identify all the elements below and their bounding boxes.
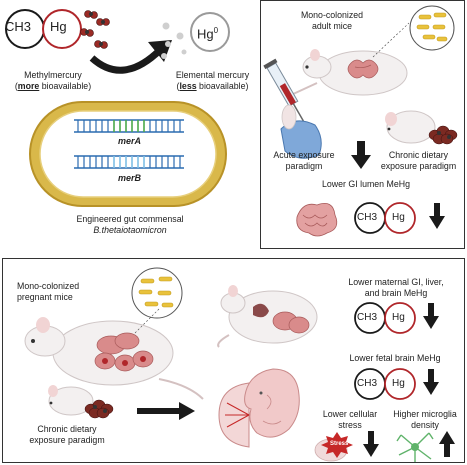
maternal-mehg-molecule-icon	[354, 302, 416, 334]
chronic-label: Chronic dietary	[388, 150, 449, 160]
mercury-particles	[80, 10, 110, 49]
right-arrow-icon	[137, 402, 195, 420]
stress-badge: Stress	[330, 441, 349, 447]
acute-sub: paradigm	[285, 161, 323, 171]
acute-label: Acute exposure	[273, 150, 335, 160]
mera-plasmid-icon	[74, 119, 184, 133]
ch3-label: CH3	[357, 212, 378, 223]
chronic-diet-mouse-icon	[385, 110, 458, 145]
stress-result: Lower cellular	[322, 409, 378, 419]
hg0-molecule	[190, 12, 230, 52]
maternal-mouse-icon	[217, 285, 318, 348]
elemental-label: Elemental mercury	[175, 70, 250, 80]
gavage-syringe-icon	[263, 58, 322, 159]
hg-label: Hg	[392, 378, 405, 389]
microglia-icon	[396, 432, 434, 462]
pregnant-mice-panel: Mono-colonized pregnant mice Lower ma	[2, 258, 465, 463]
maternal-decrease-arrow-icon	[423, 303, 439, 329]
bacteria-zoom-icon	[409, 5, 455, 51]
ch3-label: CH3	[357, 312, 378, 323]
commensal-species: B.thetaiotaomicron	[93, 225, 167, 235]
adult-mice-sub: adult mice	[311, 21, 353, 31]
adult-mouse-icon	[290, 22, 410, 96]
microglia-increase-arrow-icon	[439, 431, 455, 457]
fetal-result: Lower fetal brain MeHg	[349, 353, 441, 363]
stress-decrease-arrow-icon	[363, 431, 379, 457]
merb-plasmid-icon	[74, 155, 184, 169]
hg-label: Hg	[392, 312, 405, 323]
methylmercury-molecule	[5, 9, 82, 49]
gi-lumen-result: Lower GI lumen MeHg	[321, 179, 410, 189]
adult-mice-label: Mono-colonized	[300, 10, 364, 20]
hg0-label: Hg0	[197, 26, 219, 42]
decrease-arrow-icon	[429, 203, 445, 229]
maternal-result: Lower maternal GI, liver,	[348, 277, 444, 287]
stress-result-sub: stress	[338, 420, 362, 430]
adult-mice-panel: Mono-colonized adult mice	[260, 0, 465, 249]
gut-icon	[296, 202, 338, 237]
merb-label: merB	[118, 173, 142, 183]
elemental-particles	[161, 22, 187, 59]
microglia-result-sub: density	[411, 420, 439, 430]
chronic-diet-mouse-icon	[48, 385, 114, 419]
placenta-icon	[218, 382, 250, 448]
stress-brain-icon	[314, 432, 353, 462]
commensal-label: Engineered gut commensal	[76, 214, 184, 224]
hg-label: Hg	[392, 212, 405, 223]
pregnant-sub: pregnant mice	[17, 292, 73, 302]
ch3-label: CH3	[5, 19, 32, 34]
ch3-label: CH3	[357, 378, 378, 389]
maternal-result-sub: and brain MeHg	[364, 288, 428, 298]
chronic-label: Chronic dietary	[37, 424, 97, 434]
mehg-molecule-icon	[354, 202, 416, 234]
down-arrow-icon	[351, 141, 371, 169]
chronic-sub: exposure paradigm	[29, 435, 105, 445]
chronic-sub: exposure paradigm	[380, 161, 457, 171]
methylmercury-label: Methylmercury	[24, 70, 82, 80]
bacteria-zoom-icon	[131, 267, 183, 319]
fetus-icon	[244, 368, 300, 438]
pregnant-mouse-icon	[24, 308, 204, 400]
microglia-result: Higher microglia	[393, 409, 457, 419]
fetal-mehg-molecule-icon	[354, 368, 416, 400]
hg-label: Hg	[50, 19, 67, 34]
mera-label: merA	[118, 136, 142, 146]
methylmercury-sub: (more bioavailable)	[14, 81, 92, 91]
pregnant-label: Mono-colonized	[17, 281, 80, 291]
fetal-decrease-arrow-icon	[423, 369, 439, 395]
elemental-sub: (less bioavailable)	[176, 81, 249, 91]
